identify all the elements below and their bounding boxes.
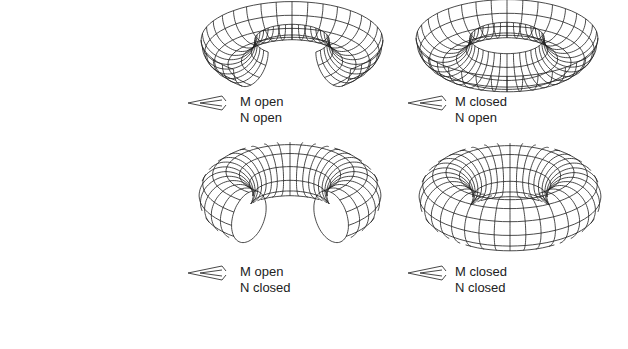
state-label: M closed — [455, 94, 507, 109]
state-label: M closed — [455, 264, 507, 279]
state-label: N open — [240, 110, 282, 125]
state-label: N closed — [455, 280, 506, 295]
valve-icon — [408, 266, 446, 280]
torus-wireframe — [201, 2, 383, 87]
valve-icon — [408, 96, 446, 110]
torus-wireframe — [416, 0, 598, 92]
torus-wireframe — [419, 143, 601, 251]
state-label: M open — [240, 94, 283, 109]
valve-icon — [188, 96, 226, 110]
state-label: M open — [240, 264, 283, 279]
torus-wireframe — [199, 142, 381, 243]
valve-icon — [188, 266, 226, 280]
state-label: N open — [455, 110, 497, 125]
state-label: N closed — [240, 280, 291, 295]
